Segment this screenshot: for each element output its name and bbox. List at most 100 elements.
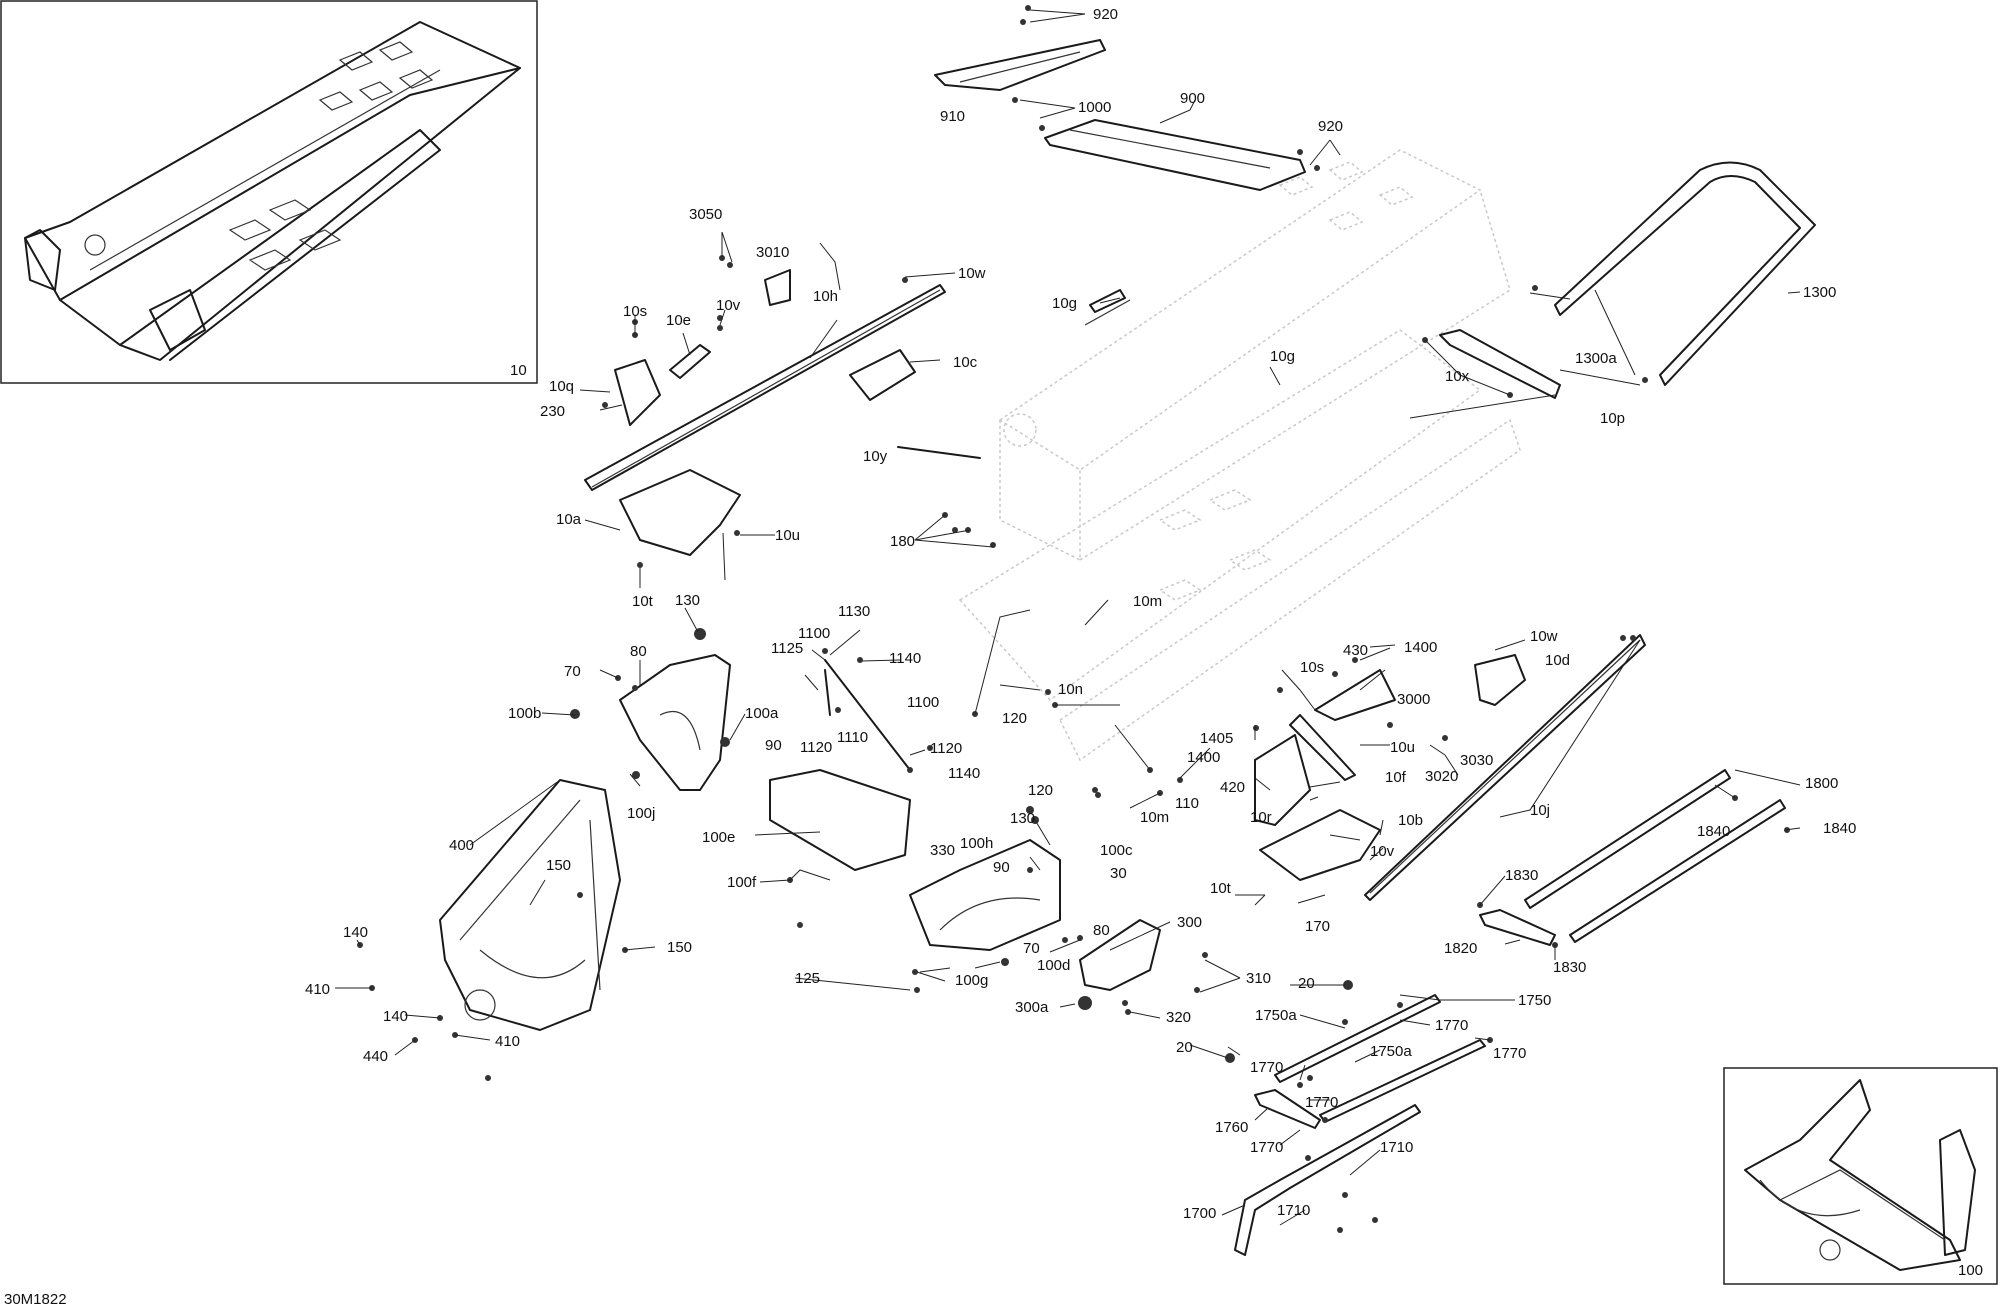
callout-10d: 10d [1545,652,1570,669]
callout-100h: 100h [960,835,993,852]
callout-10t: 10t [1210,880,1232,897]
part-3010-bracket [764,269,791,306]
inset-frame-top-left [0,0,538,384]
callout-1400: 1400 [1187,749,1220,766]
part-3000-bar [1314,669,1396,721]
callout-430: 430 [1343,642,1368,659]
part-100a-bracket [619,654,731,791]
callout-140: 140 [383,1008,408,1025]
callout-1120: 1120 [800,739,832,756]
callout-100e: 100e [702,829,735,846]
callout-440: 440 [363,1048,388,1065]
callout-100j: 100j [627,805,655,822]
part-10e-plate [669,344,711,379]
callout-labels: 920 910 1000 900 920 3050 3010 10w 10s 1… [305,6,1856,1222]
callout-1140: 1140 [889,650,921,667]
figure-code: 30M1822 [4,1291,67,1308]
callout-420: 420 [1220,779,1245,796]
callout-3050: 3050 [689,206,722,223]
callout-230: 230 [540,403,565,420]
part-1800-rails [1524,769,1786,943]
callout-140: 140 [343,924,368,941]
callout-3020: 3020 [1425,768,1458,785]
callout-1110: 1110 [837,729,868,746]
callout-100f: 100f [727,874,757,891]
callout-10j: 10j [1530,802,1550,819]
callout-900: 900 [1180,90,1205,107]
tunnel-assembly-drawing [24,21,521,361]
callout-10r: 10r [1250,809,1272,826]
callout-130: 130 [675,592,700,609]
callout-10e: 10e [666,312,691,329]
part-100e-panel [769,769,911,871]
callout-1830: 1830 [1553,959,1586,976]
part-1700-rail [1234,1104,1421,1256]
callout-10y: 10y [863,448,888,465]
callout-1405: 1405 [1200,730,1233,747]
callout-3010: 3010 [756,244,789,261]
callout-150: 150 [546,857,571,874]
callout-10v: 10v [716,297,741,314]
callout-410: 410 [305,981,330,998]
callout-10a: 10a [556,511,582,528]
callout-1840: 1840 [1823,820,1856,837]
callout-125: 125 [795,970,820,987]
callout-1800: 1800 [1805,775,1838,792]
callout-20: 20 [1176,1039,1193,1056]
callout-10n: 10n [1058,681,1083,698]
callout-10m: 10m [1140,809,1169,826]
part-1300-loop-handle [1554,161,1816,386]
part-100c-frame [909,839,1061,951]
callout-150: 150 [667,939,692,956]
callout-120: 120 [1002,710,1027,727]
part-300-bracket [1079,919,1161,991]
callout-10w: 10w [958,265,986,282]
callout-1700: 1700 [1183,1205,1216,1222]
part-10d-plate [1474,654,1526,706]
callout-70: 70 [1023,940,1040,957]
callout-310: 310 [1246,970,1271,987]
fastener-dots [357,5,1790,1233]
callout-70: 70 [564,663,581,680]
callout-180: 180 [890,533,915,550]
callout-10s: 10s [623,303,647,320]
inset-label-100: 100 [1958,1262,1983,1279]
callout-910: 910 [940,108,965,125]
callout-10c: 10c [953,354,978,371]
callout-1770: 1770 [1305,1094,1338,1111]
part-1760-bracket [1254,1089,1321,1129]
part-10y-rod [897,446,981,459]
callout-20: 20 [1298,975,1315,992]
callout-1300: 1300 [1803,284,1836,301]
callout-1400: 1400 [1404,639,1437,656]
callout-1140: 1140 [948,765,980,782]
callout-1130: 1130 [838,603,870,620]
callout-10h: 10h [813,288,838,305]
callout-80: 80 [1093,922,1110,939]
callout-320: 320 [1166,1009,1191,1026]
callout-10t: 10t [632,593,654,610]
callout-130: 130 [1010,810,1035,827]
callout-80: 80 [630,643,647,660]
front-frame-assembly-drawing [1744,1079,1976,1271]
callout-10v: 10v [1370,843,1395,860]
callout-1750a: 1750a [1255,1007,1297,1024]
callout-1100: 1100 [798,625,830,642]
callout-1840: 1840 [1697,823,1730,840]
callout-10f: 10f [1385,769,1407,786]
callout-1100: 1100 [907,694,939,711]
part-10p-bracket [1439,329,1561,399]
inset-front-frame-assembly: 100 [1723,1067,1998,1285]
inset-tunnel-assembly: 10 [0,0,538,384]
callout-100g: 100g [955,972,988,989]
callout-1770: 1770 [1250,1059,1283,1076]
callout-10u: 10u [775,527,800,544]
callout-170: 170 [1305,918,1330,935]
callout-1820: 1820 [1444,940,1477,957]
callout-1125: 1125 [771,640,803,657]
part-10g-small-plate [1084,289,1131,326]
inset-label-10: 10 [510,362,527,379]
callout-1830: 1830 [1505,867,1538,884]
callout-1300a: 1300a [1575,350,1617,367]
callout-3030: 3030 [1460,752,1493,769]
